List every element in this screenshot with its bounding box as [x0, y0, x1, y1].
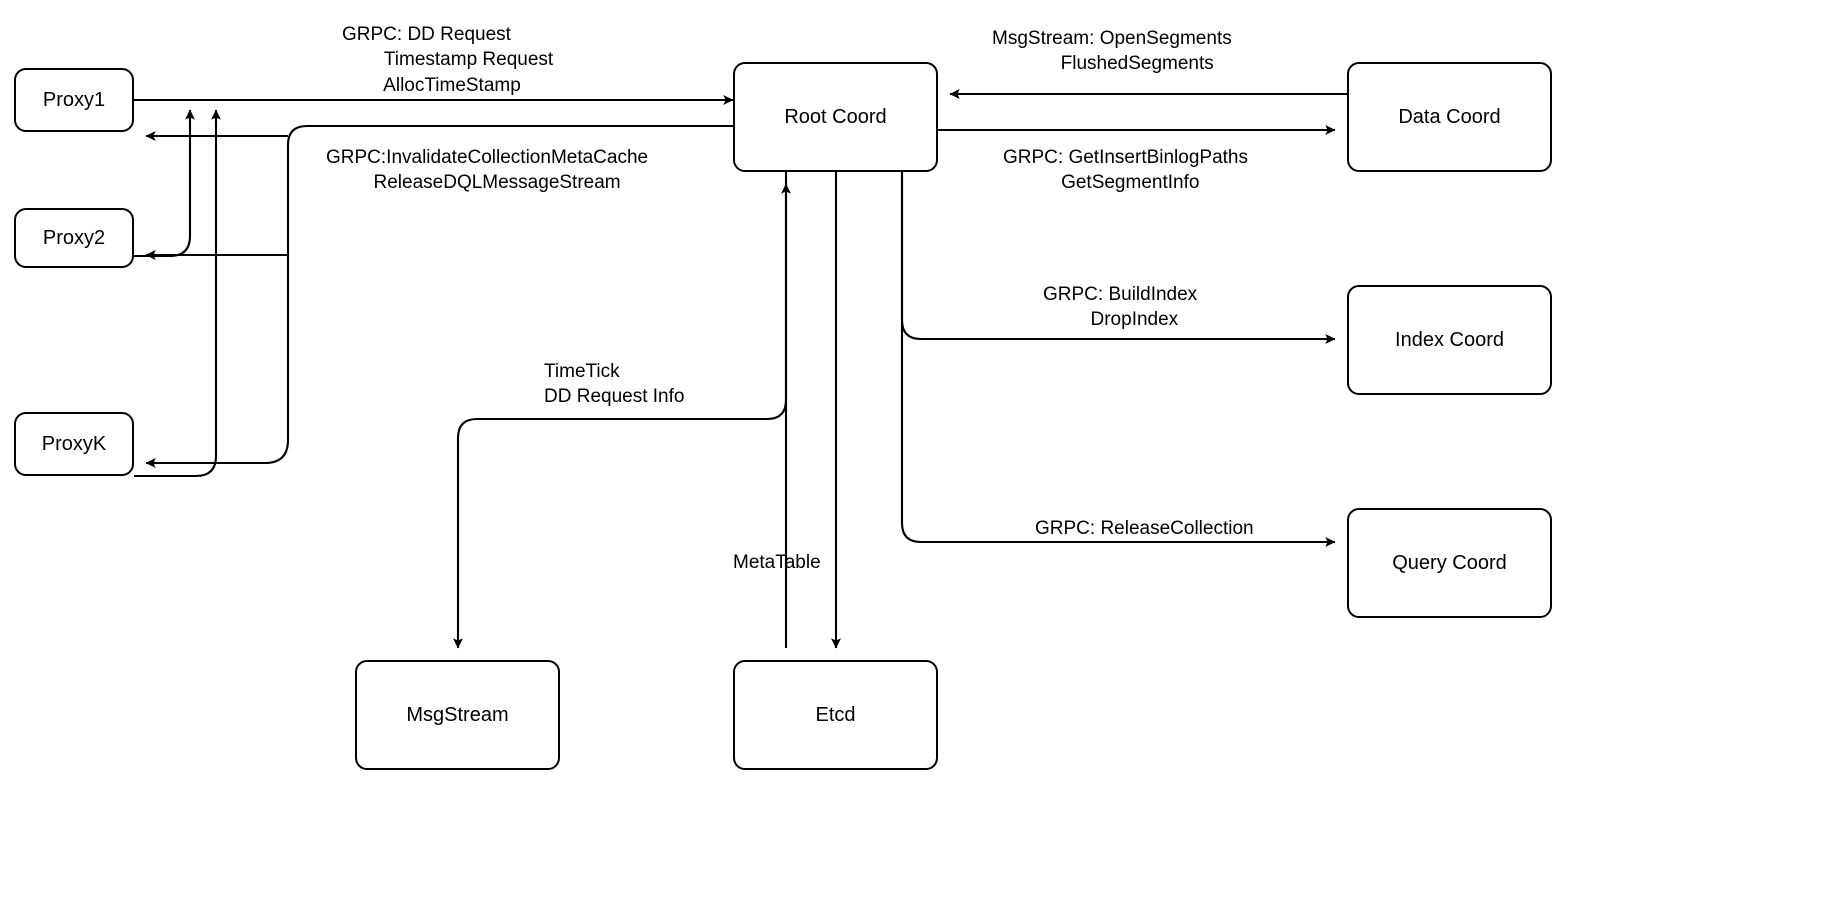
node-proxy2-label: Proxy2 [42, 227, 106, 249]
edge-proxyk-to-rootcoord [134, 109, 221, 478]
edge-label-root-to-querycoord-text: GRPC: ReleaseCollection [1035, 518, 1254, 539]
node-proxy1-label: Proxy1 [42, 89, 106, 111]
edge-label-root-to-proxy-text: GRPC:InvalidateCollectionMetaCache Relea… [326, 147, 649, 194]
edge-label-datacoord-to-root-text: MsgStream: OpenSegments FlushedSegments [992, 28, 1232, 75]
edge-rootcoord-to-msgstream [453, 172, 788, 649]
edge-label-root-to-indexcoord-text: GRPC: BuildIndex DropIndex [1043, 284, 1198, 331]
node-proxy2[interactable]: Proxy2 [14, 208, 134, 268]
edge-proxy2-to-rootcoord [134, 109, 195, 258]
edge-label-root-to-indexcoord: GRPC: BuildIndex DropIndex [1043, 282, 1197, 333]
edge-rootcoord-to-querycoord [900, 172, 1336, 547]
node-root-coord-label: Root Coord [784, 106, 887, 128]
node-etcd[interactable]: Etcd [733, 660, 938, 770]
node-query-coord-label: Query Coord [1392, 552, 1507, 574]
edge-label-proxy-to-root: GRPC: DD Request Timestamp Request Alloc… [342, 22, 553, 98]
node-data-coord[interactable]: Data Coord [1347, 62, 1552, 172]
edge-label-datacoord-to-root: MsgStream: OpenSegments FlushedSegments [992, 26, 1232, 77]
edge-label-root-to-proxy: GRPC:InvalidateCollectionMetaCache Relea… [326, 145, 648, 196]
node-etcd-label: Etcd [815, 704, 856, 726]
node-proxyk[interactable]: ProxyK [14, 412, 134, 476]
edge-label-root-to-msgstream: TimeTick DD Request Info [544, 359, 684, 410]
edge-label-root-etcd: MetaTable [733, 550, 821, 575]
node-msgstream[interactable]: MsgStream [355, 660, 560, 770]
edge-label-root-to-querycoord: GRPC: ReleaseCollection [1035, 516, 1254, 541]
node-index-coord-label: Index Coord [1395, 329, 1504, 351]
edge-label-root-etcd-text: MetaTable [733, 552, 821, 573]
edge-label-root-to-datacoord-text: GRPC: GetInsertBinlogPaths GetSegmentInf… [1003, 147, 1248, 194]
node-proxy1[interactable]: Proxy1 [14, 68, 134, 132]
node-query-coord[interactable]: Query Coord [1347, 508, 1552, 618]
edge-rootcoord-return-bus [145, 124, 733, 468]
edge-label-root-to-datacoord: GRPC: GetInsertBinlogPaths GetSegmentInf… [1003, 145, 1248, 196]
node-proxyk-label: ProxyK [41, 433, 107, 455]
edge-label-proxy-to-root-text: GRPC: DD Request Timestamp Request Alloc… [342, 24, 554, 96]
node-root-coord[interactable]: Root Coord [733, 62, 938, 172]
node-index-coord[interactable]: Index Coord [1347, 285, 1552, 395]
node-data-coord-label: Data Coord [1398, 106, 1501, 128]
node-msgstream-label: MsgStream [406, 704, 509, 726]
edge-label-root-to-msgstream-text: TimeTick DD Request Info [544, 361, 685, 408]
